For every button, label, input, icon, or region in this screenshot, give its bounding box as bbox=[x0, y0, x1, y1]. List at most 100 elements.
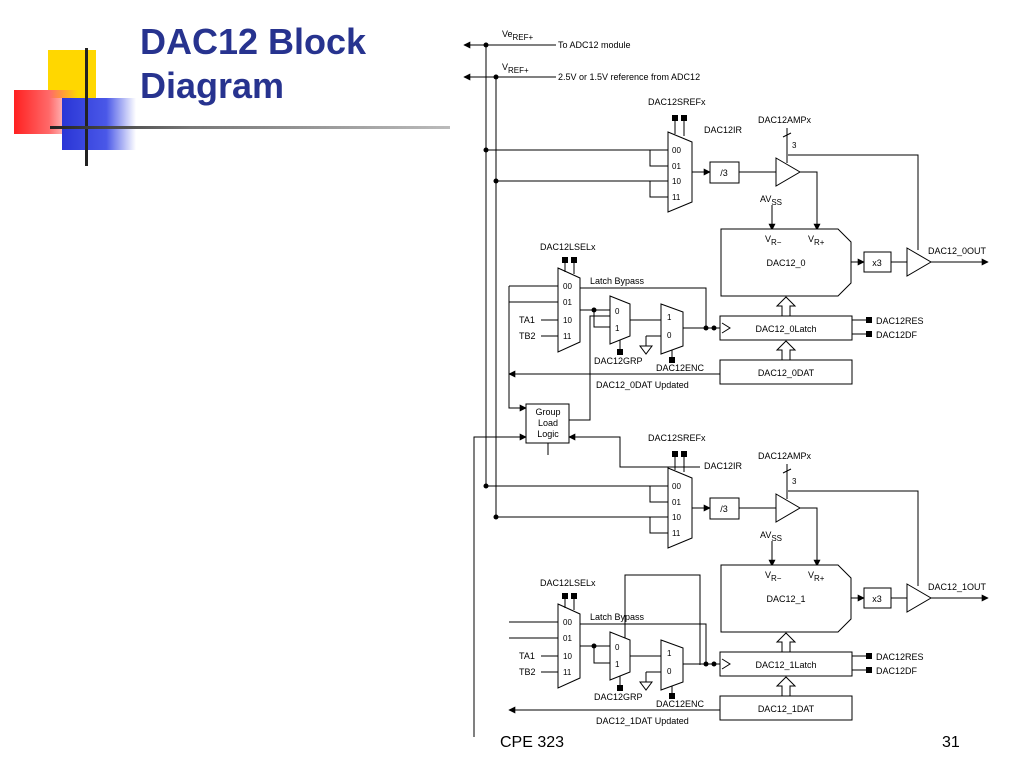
grp-input-1-wire bbox=[593, 310, 610, 328]
input-buffer-amp bbox=[775, 157, 801, 187]
grp-mux-in-1: 1 bbox=[615, 324, 620, 333]
group-load-feedback-wire bbox=[473, 433, 527, 737]
sref-label: DAC12SREFx bbox=[648, 97, 706, 107]
clock-input-icon bbox=[721, 658, 731, 670]
mux-input-01-wire bbox=[649, 150, 668, 167]
latch-select-mux bbox=[557, 267, 581, 353]
footer-course: CPE 323 bbox=[500, 734, 565, 751]
dac-core-label: DAC12_0 bbox=[766, 258, 805, 268]
group-load-return-wire bbox=[568, 433, 700, 468]
control-bit-square bbox=[866, 653, 872, 659]
latch-to-dac-arrow bbox=[775, 632, 797, 653]
dac-data-register bbox=[719, 359, 853, 385]
clock-input-icon bbox=[721, 322, 731, 334]
control-bit-square bbox=[669, 693, 675, 699]
dac-core-block bbox=[720, 564, 852, 633]
latch-bypass-label: Latch Bypass bbox=[590, 276, 645, 286]
junction-dot bbox=[703, 325, 709, 331]
dac12-channel-0: DAC12SREFx00011011/3DAC12IRDAC12AMPx3AVS… bbox=[483, 97, 989, 390]
output-label: DAC12_0OUT bbox=[928, 246, 987, 256]
grp-mux-in-0: 0 bbox=[615, 307, 620, 316]
control-bit-square bbox=[866, 667, 872, 673]
junction-dot bbox=[703, 661, 709, 667]
output-amp bbox=[906, 247, 932, 277]
lsel-input-label: 11 bbox=[563, 332, 572, 341]
latch-label: DAC12_0Latch bbox=[755, 324, 816, 334]
group-load-text-2: Load bbox=[538, 418, 558, 428]
slide-title-line-2: Diagram bbox=[140, 65, 285, 106]
vr-plus-label: VR+ bbox=[808, 234, 825, 247]
enc-label: DAC12ENC bbox=[656, 699, 705, 709]
enc-mux-in-1: 1 bbox=[667, 649, 672, 658]
reference-mux bbox=[667, 131, 693, 213]
enc-mux-in-1: 1 bbox=[667, 313, 672, 322]
avss-label: AVSS bbox=[760, 530, 782, 543]
junction-dot bbox=[483, 42, 489, 48]
amp-bits-label: 3 bbox=[792, 141, 797, 150]
lsel-input-label: 10 bbox=[563, 316, 572, 325]
x3-label: x3 bbox=[872, 258, 882, 268]
slide-title: DAC12 Block Diagram bbox=[140, 20, 366, 108]
ground-icon bbox=[639, 681, 653, 691]
grp-input-1-wire bbox=[593, 646, 610, 664]
lsel-input-label: 00 bbox=[563, 282, 572, 291]
mux-input-label: 01 bbox=[672, 162, 681, 171]
ground-icon bbox=[639, 345, 653, 355]
dac-latch-block bbox=[719, 315, 853, 341]
df-label: DAC12DF bbox=[876, 330, 918, 340]
res-label: DAC12RES bbox=[876, 652, 924, 662]
sref-label: DAC12SREFx bbox=[648, 433, 706, 443]
control-bit-square bbox=[617, 685, 623, 691]
mux-input-label: 11 bbox=[672, 193, 681, 202]
amp-label: DAC12AMPx bbox=[758, 451, 812, 461]
group-load-text-1: Group bbox=[535, 407, 560, 417]
enc-mux-in-0: 0 bbox=[667, 667, 672, 676]
tb2-label: TB2 bbox=[519, 331, 536, 341]
amp-to-vr-wire bbox=[800, 171, 821, 231]
footer-page-number: 31 bbox=[942, 734, 960, 751]
lsel-input-label: 01 bbox=[563, 298, 572, 307]
veref-note: To ADC12 module bbox=[558, 40, 631, 50]
amp-to-out-wire bbox=[788, 154, 919, 250]
lsel-input-label: 00 bbox=[563, 618, 572, 627]
blue-square-decoration bbox=[62, 98, 136, 150]
latch-bypass-label: Latch Bypass bbox=[590, 612, 645, 622]
grp-label: DAC12GRP bbox=[594, 356, 643, 366]
enc-mux bbox=[660, 303, 684, 355]
x3-label: x3 bbox=[872, 594, 882, 604]
lsel-label: DAC12LSELx bbox=[540, 242, 596, 252]
ta1-label: TA1 bbox=[519, 315, 535, 325]
vref-note: 2.5V or 1.5V reference from ADC12 bbox=[558, 72, 700, 82]
grp-mux-in-0: 0 bbox=[615, 643, 620, 652]
output-amp bbox=[906, 583, 932, 613]
junction-dot bbox=[711, 325, 717, 331]
dat-updated-label: DAC12_1DAT Updated bbox=[596, 716, 689, 726]
divide-label: /3 bbox=[720, 504, 728, 514]
dac12-channel-1: DAC12SREFx00011011/3DAC12IRDAC12AMPx3AVS… bbox=[483, 433, 989, 726]
dat-label: DAC12_1DAT bbox=[758, 704, 815, 714]
latch-bypass-wire bbox=[580, 623, 707, 664]
dac-data-register bbox=[719, 695, 853, 721]
grp-mux-in-1: 1 bbox=[615, 660, 620, 669]
dat-to-latch-arrow bbox=[775, 340, 797, 361]
amp-to-out-wire bbox=[788, 490, 919, 586]
junction-dot bbox=[493, 74, 499, 80]
dac-core-block bbox=[720, 228, 852, 297]
latch-to-dac-arrow bbox=[775, 296, 797, 317]
mux-input-11-wire bbox=[649, 181, 668, 198]
amp-to-vr-wire bbox=[800, 507, 821, 567]
junction-dot bbox=[711, 661, 717, 667]
divide-label: /3 bbox=[720, 168, 728, 178]
latch-select-mux bbox=[557, 603, 581, 689]
mux-input-label: 10 bbox=[672, 513, 681, 522]
control-bit-square bbox=[617, 349, 623, 355]
mux-input-11-wire bbox=[649, 517, 668, 534]
control-bit-square bbox=[669, 357, 675, 363]
output-label: DAC12_1OUT bbox=[928, 582, 987, 592]
vr-minus-label: VR− bbox=[765, 570, 782, 583]
grp-label: DAC12GRP bbox=[594, 692, 643, 702]
mux-input-label: 11 bbox=[672, 529, 681, 538]
dac-latch-block bbox=[719, 651, 853, 677]
slide-title-line-1: DAC12 Block bbox=[140, 21, 367, 62]
mux-input-label: 00 bbox=[672, 482, 681, 491]
